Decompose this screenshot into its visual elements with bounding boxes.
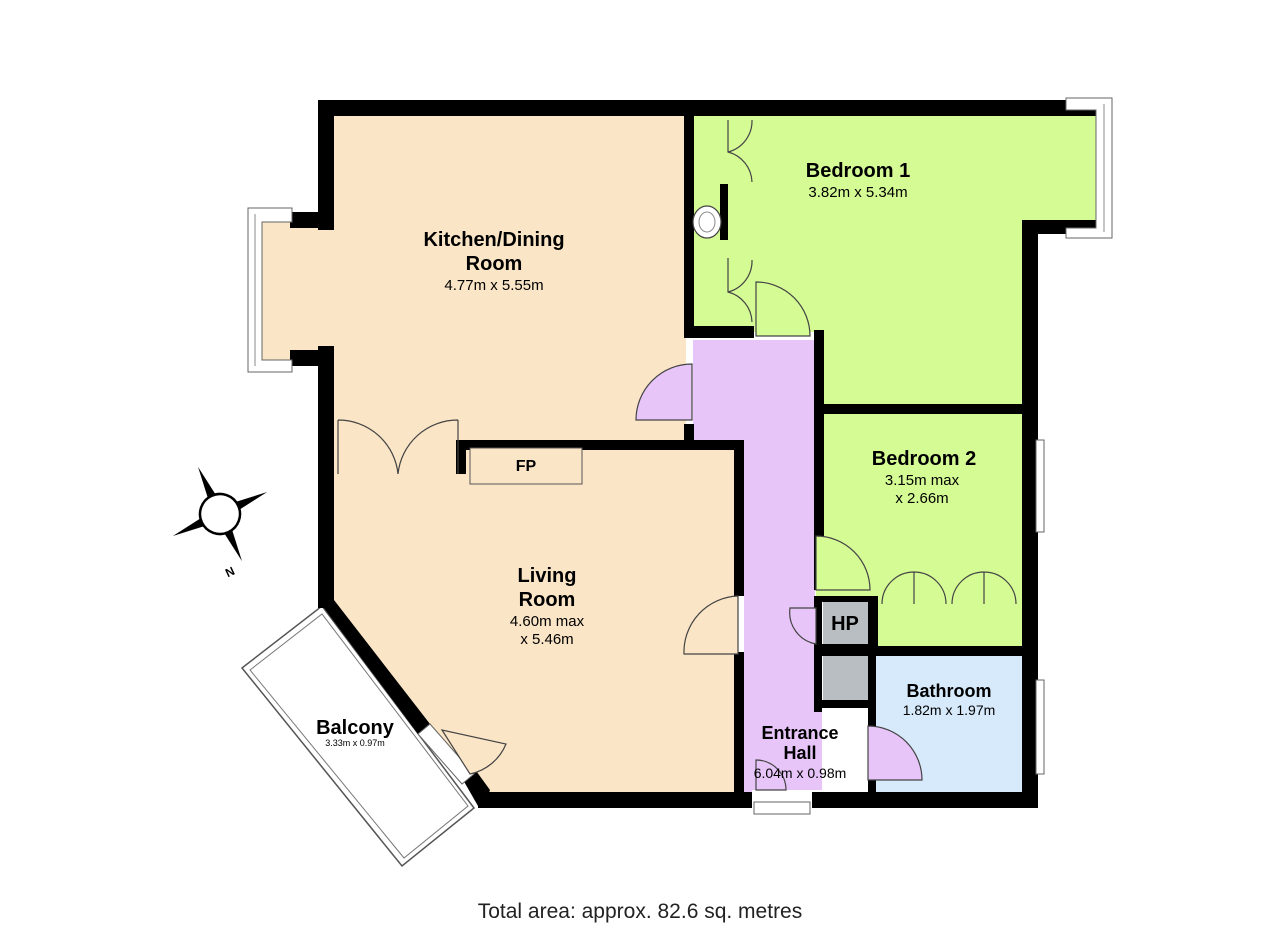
bathroom-dimensions: 1.82m x 1.97m (903, 702, 996, 718)
bedroom-2-dimensions-line2: x 2.66m (895, 490, 948, 507)
fireplace-label: FP (516, 458, 537, 475)
hall-name-line2: Hall (783, 743, 816, 763)
compass-north-label: N (223, 564, 237, 580)
hall-name-line1: Entrance (761, 723, 838, 743)
walls (290, 100, 1112, 808)
living-room-floor (332, 448, 738, 792)
kitchen-name-line2: Room (466, 253, 523, 275)
fireplace-box (469, 447, 583, 485)
windows (247, 97, 1113, 815)
kitchen-dining-floor (262, 115, 686, 470)
balcony-dimensions: 3.33m x 0.97m (325, 738, 385, 748)
doors (337, 119, 1017, 791)
hall-dimensions: 6.04m x 0.98m (754, 765, 847, 781)
kitchen-name-line1: Kitchen/Dining (423, 229, 564, 251)
heat-pump-label: HP (831, 613, 859, 635)
kitchen-dimensions: 4.77m x 5.55m (444, 277, 543, 294)
balcony-inner-outline (249, 613, 469, 859)
bathroom-store (823, 656, 868, 706)
living-dimensions-line2: x 5.46m (520, 631, 573, 648)
living-dimensions-line1: 4.60m max (510, 613, 585, 630)
basin-icon (692, 205, 722, 239)
balcony-outline (240, 604, 476, 868)
bathroom-name: Bathroom (907, 681, 992, 701)
bedroom-1-floor (693, 115, 1106, 405)
bedroom-1-name: Bedroom 1 (806, 160, 910, 182)
kitchen-door (635, 363, 693, 421)
bedroom-1-dimensions: 3.82m x 5.34m (808, 184, 907, 201)
entrance-hall-floor (693, 340, 822, 792)
bedroom-2-dimensions-line1: 3.15m max (885, 472, 960, 489)
heat-pump-cupboard (823, 602, 868, 644)
living-name-line1: Living (518, 565, 577, 587)
total-area-caption: Total area: approx. 82.6 sq. metres (477, 900, 803, 923)
balcony-name: Balcony (316, 717, 395, 739)
living-name-line2: Room (519, 589, 576, 611)
compass-rose-icon (172, 466, 268, 562)
bedroom-2-name: Bedroom 2 (872, 448, 976, 470)
